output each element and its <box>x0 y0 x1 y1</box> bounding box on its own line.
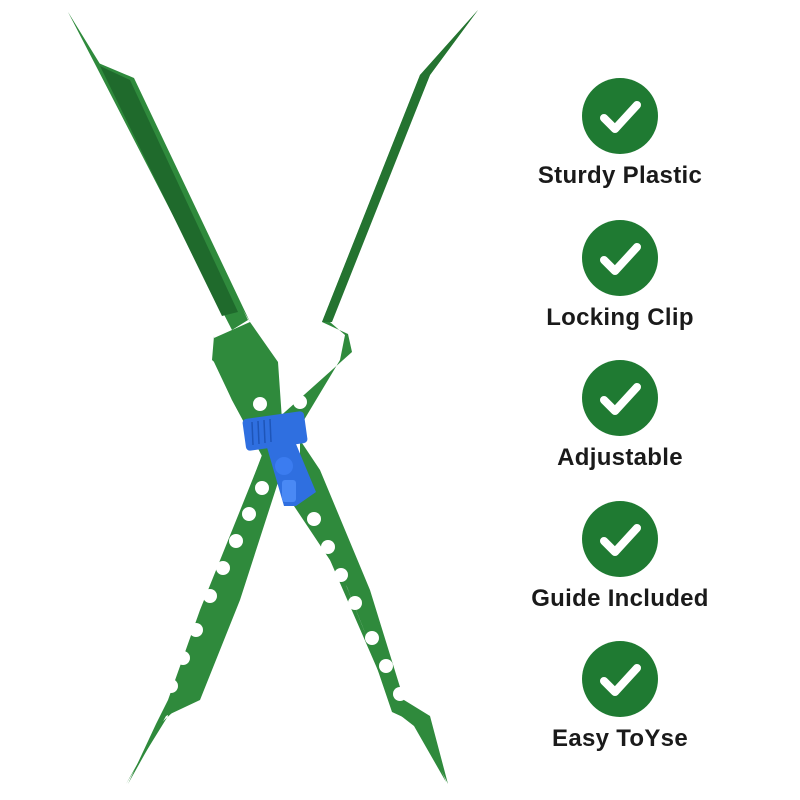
checkmark-icon <box>600 664 641 696</box>
adjustment-holes-right <box>253 395 407 701</box>
check-badge <box>582 78 658 154</box>
feature-label: Guide Included <box>531 585 709 612</box>
feature-item: Easy ToYse <box>500 641 740 761</box>
locking-clip <box>242 411 316 506</box>
feature-item: Sturdy Plastic <box>500 78 740 198</box>
check-badge <box>582 220 658 296</box>
checkmark-icon <box>600 524 641 556</box>
check-badge <box>582 641 658 717</box>
feature-item: Guide Included <box>500 501 740 621</box>
checkmark-icon <box>600 101 641 133</box>
feature-list: Sturdy Plastic Locking Clip Adjustable G… <box>500 0 740 800</box>
check-badge <box>582 501 658 577</box>
adjustment-holes-left <box>164 481 269 693</box>
lower-right-arm <box>300 440 448 784</box>
lower-left-arm <box>128 456 282 784</box>
feature-item: Adjustable <box>500 360 740 480</box>
checkmark-icon <box>600 383 641 415</box>
feature-label: Sturdy Plastic <box>537 162 703 189</box>
checkmark-icon <box>600 243 641 275</box>
check-badge <box>582 360 658 436</box>
feature-item: Locking Clip <box>500 220 740 340</box>
feature-label: Adjustable <box>557 444 683 471</box>
feature-label: Locking Clip <box>546 304 694 331</box>
feature-label: Easy ToYse <box>552 725 688 752</box>
